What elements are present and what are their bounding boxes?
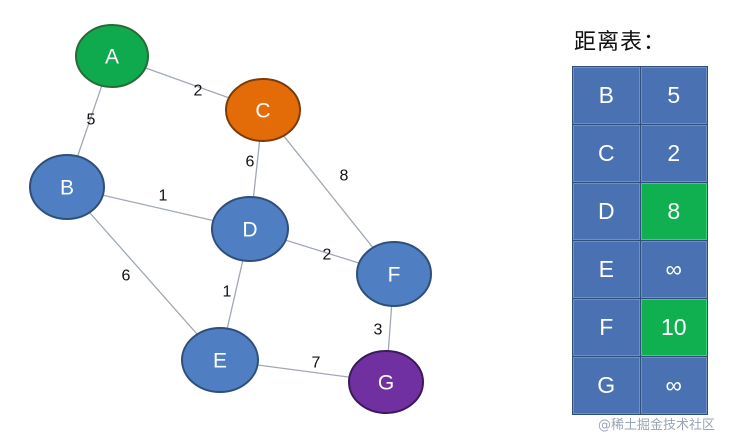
node-d: D	[211, 196, 289, 262]
node-g: G	[348, 350, 424, 414]
edge-weight-e-g: 7	[312, 355, 321, 372]
node-c-circle	[225, 78, 301, 142]
node-b-label: B	[60, 177, 74, 200]
edge-weights-layer: 2 5 6 8 1 6 2 1 3 7	[87, 83, 383, 372]
edge-weight-c-f: 8	[340, 168, 349, 185]
node-e-label: E	[213, 350, 227, 373]
edge-weight-d-e: 1	[223, 284, 232, 301]
distance-node-cell: D	[573, 183, 641, 240]
distance-node-cell: C	[573, 125, 641, 182]
node-a-circle	[75, 24, 149, 88]
node-f-label: F	[388, 264, 401, 287]
edge-weight-b-e: 6	[122, 268, 131, 285]
node-c: C	[225, 78, 301, 142]
node-b-circle	[29, 154, 105, 220]
distance-node-cell: G	[573, 357, 641, 414]
node-c-label: C	[255, 100, 270, 123]
watermark: @稀土掘金技术社区	[598, 418, 716, 433]
distance-value-cell: 5	[640, 67, 707, 124]
distance-row-g: G∞	[573, 357, 707, 414]
edge-weight-f-g: 3	[374, 322, 383, 339]
distance-row-e: E∞	[573, 241, 707, 299]
node-a: A	[75, 24, 149, 88]
node-a-label: A	[105, 46, 119, 69]
graph-canvas: 2 5 6 8 1 6 2 1 3 7 A C B D F E G	[29, 24, 432, 414]
distance-node-cell: E	[573, 241, 641, 298]
node-d-label: D	[242, 219, 257, 242]
node-g-label: G	[378, 372, 394, 395]
node-f-circle	[356, 241, 432, 307]
node-f: F	[356, 241, 432, 307]
distance-node-cell: B	[573, 67, 641, 124]
node-d-circle	[211, 196, 289, 262]
distance-value-cell: 10	[640, 299, 707, 356]
edge-weight-a-c: 2	[194, 83, 203, 100]
nodes-layer: A C B D F E G	[29, 24, 432, 414]
distance-node-cell: F	[573, 299, 641, 356]
distance-table-title: 距离表：	[574, 30, 667, 55]
node-b: B	[29, 154, 105, 220]
edge-weight-c-d: 6	[246, 154, 255, 171]
edge-c-f	[262, 109, 395, 275]
distance-value-cell: 8	[640, 183, 707, 240]
edge-weight-a-b: 5	[87, 112, 96, 129]
edge-b-e	[66, 186, 221, 361]
edge-weight-b-d: 1	[159, 188, 168, 205]
distance-value-cell: 2	[640, 125, 707, 182]
distance-value-cell: ∞	[640, 241, 707, 298]
distance-value-cell: ∞	[640, 357, 707, 414]
node-g-circle	[348, 350, 424, 414]
edge-weight-d-f: 2	[323, 247, 332, 264]
node-e-circle	[181, 327, 259, 393]
node-e: E	[181, 327, 259, 393]
